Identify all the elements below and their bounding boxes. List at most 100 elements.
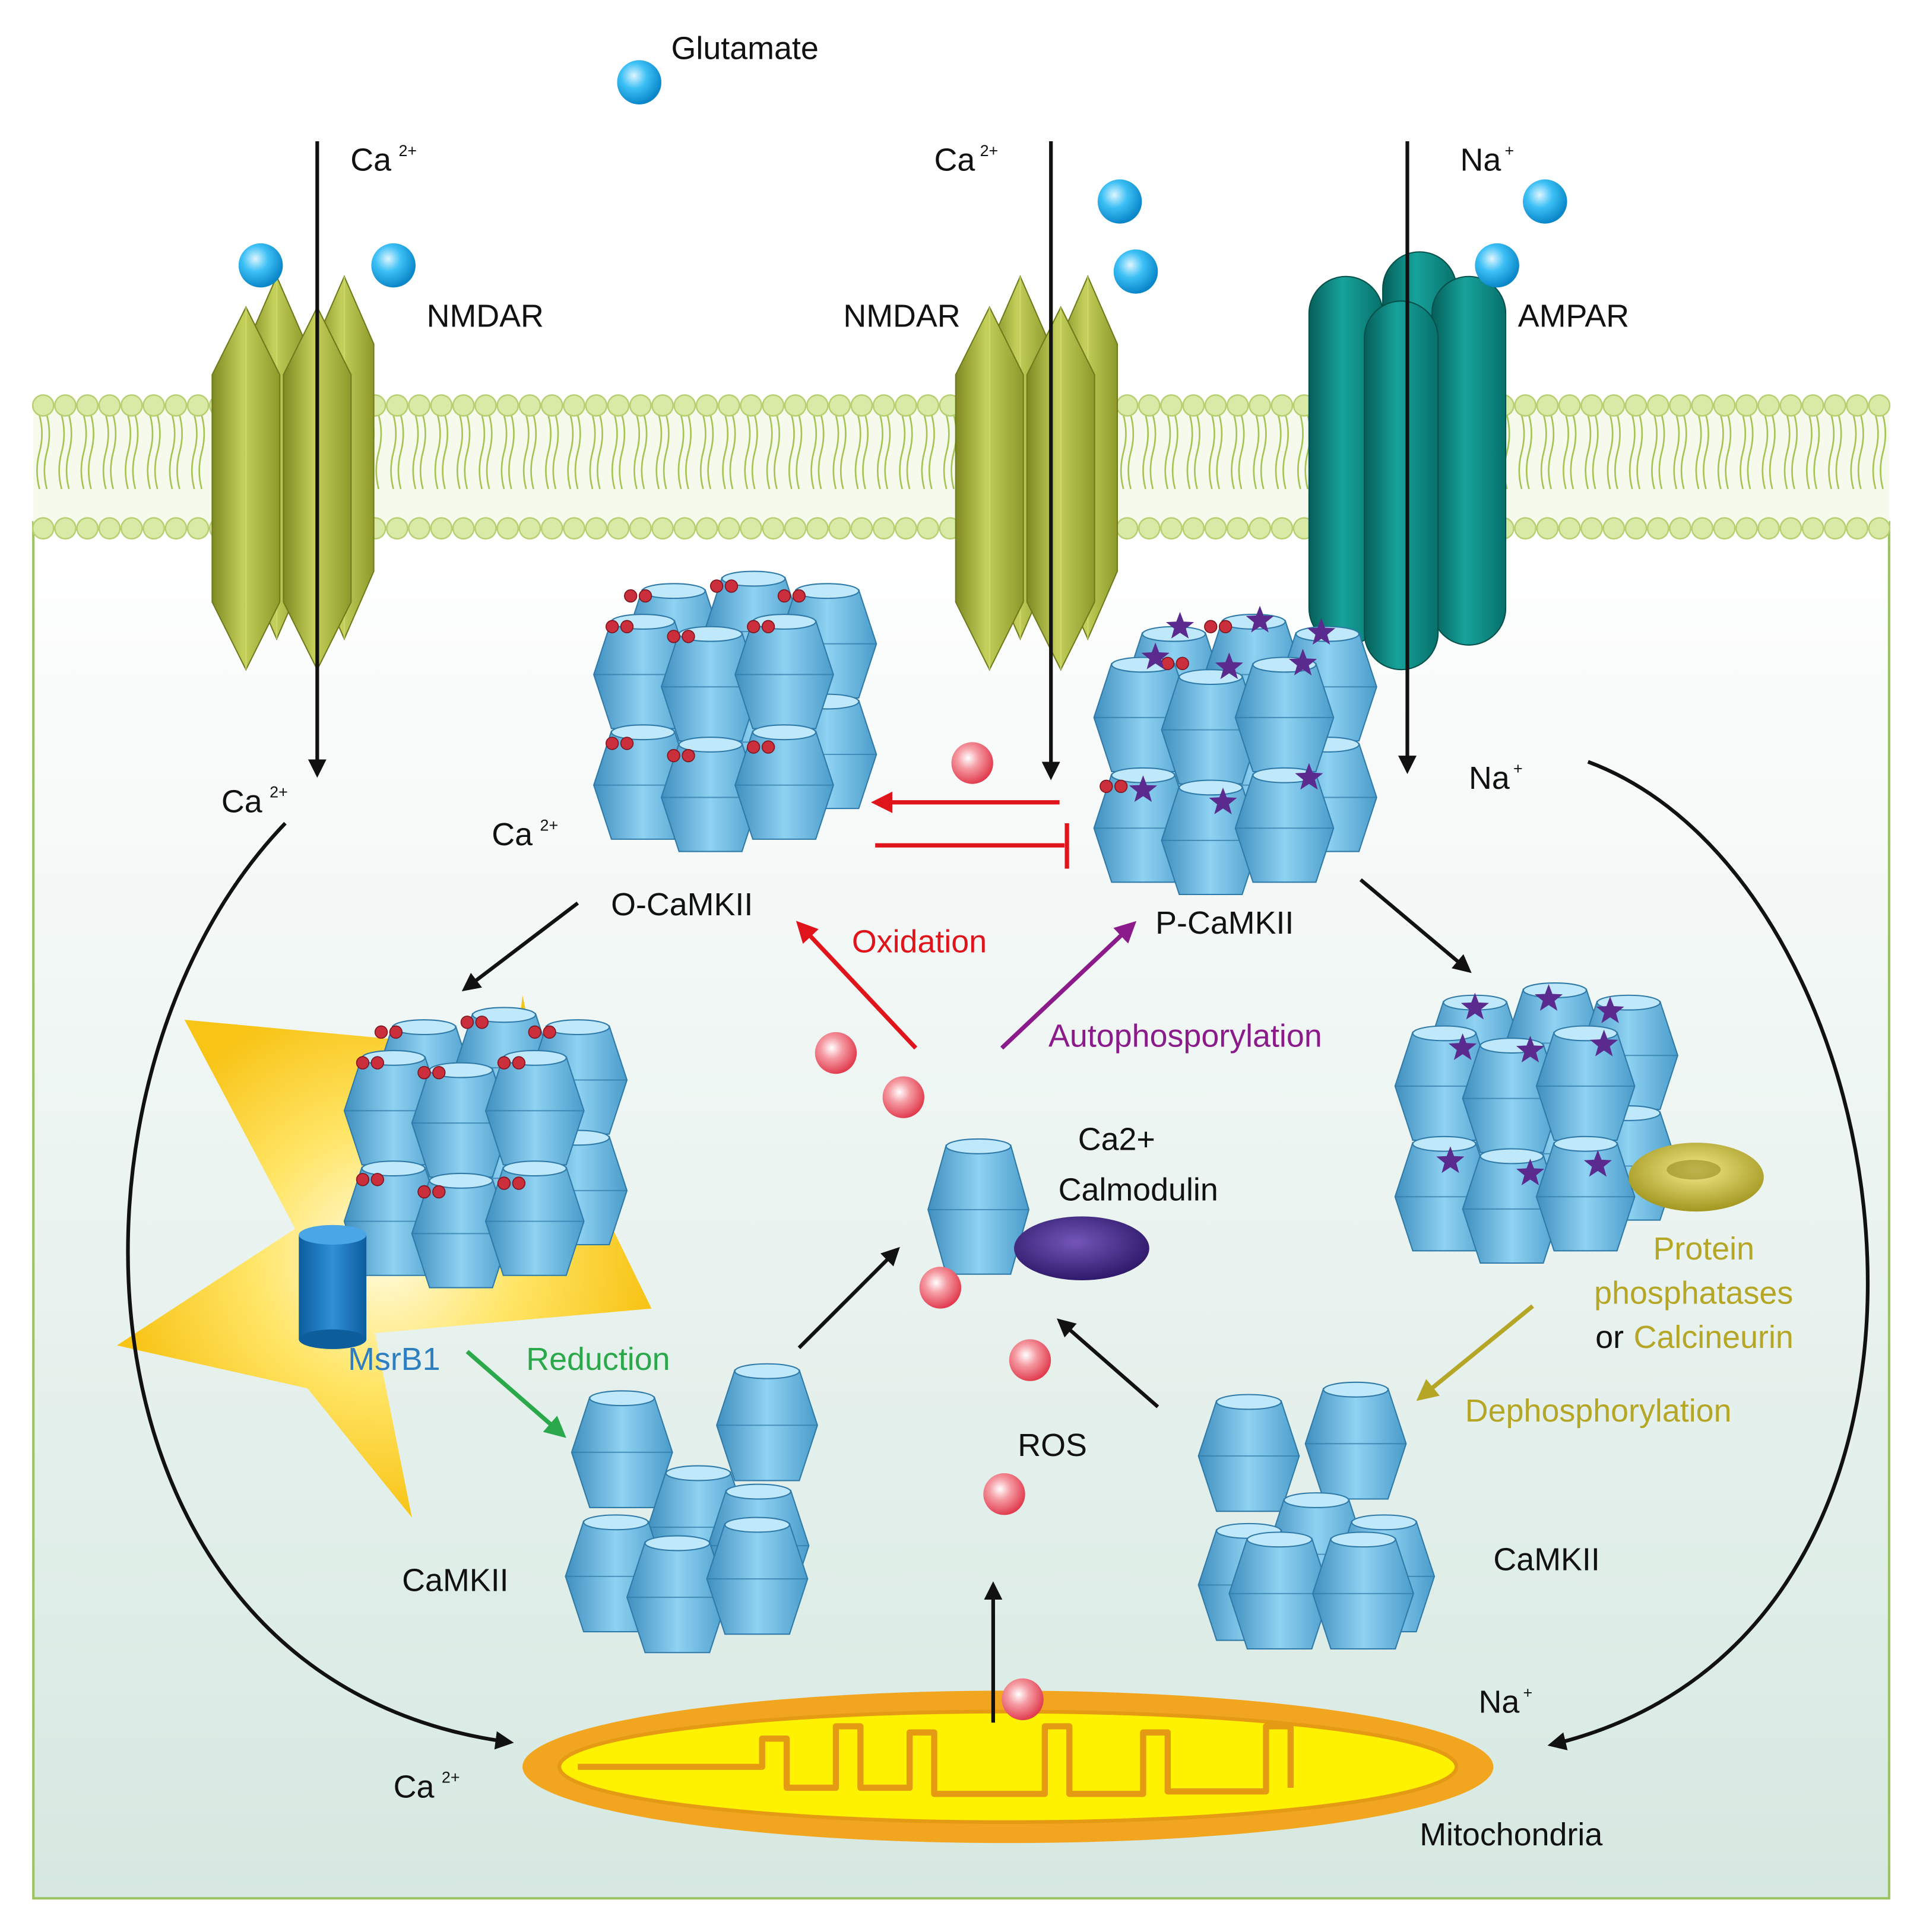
lipid-head [1182, 394, 1205, 417]
glutamate-icon [238, 243, 283, 288]
lipid-head [1757, 517, 1780, 540]
mitochondria-label: Mitochondria [1420, 1817, 1602, 1852]
ros-icon [1009, 1339, 1051, 1381]
lipid-head [1138, 517, 1161, 540]
oxidized-methionine-dot [709, 579, 724, 593]
lipid-head [1801, 517, 1824, 540]
lipid-head [1226, 517, 1249, 540]
lipid-head [1713, 394, 1736, 417]
lipid-head [1160, 517, 1183, 540]
lipid-head [1182, 517, 1205, 540]
oxidized-methionine-dot [497, 1056, 511, 1070]
lipid-head [629, 394, 652, 417]
oxidized-methionine-dot [432, 1065, 446, 1080]
oxidation-label: Oxidation [852, 924, 987, 959]
oxidized-methionine-dot [356, 1173, 370, 1187]
phosphate-star [1460, 992, 1489, 1020]
lipid-head [673, 517, 696, 540]
autophosphorylation-arrow [1000, 921, 1137, 1050]
camkii-right-holoenzyme [1197, 1381, 1436, 1650]
nmdar-left-label: NMDAR [427, 299, 544, 334]
ros-icon [983, 1473, 1025, 1515]
oxidized-methionine-dot [374, 1025, 388, 1039]
oxidized-methionine-dot [624, 589, 638, 603]
glutamate-icon [1475, 243, 1519, 288]
oxidized-methionine-dot [1114, 779, 1128, 794]
o-camkii-holoenzyme [593, 570, 877, 852]
lipid-head [452, 394, 475, 417]
lipid-head [895, 394, 917, 417]
na-label-cytosol: Na+ [1469, 760, 1523, 796]
lipid-head [1116, 394, 1139, 417]
lipid-head [186, 394, 210, 417]
oxidized-methionine-dot [777, 589, 791, 603]
msrb1-label: MsrB1 [348, 1341, 440, 1377]
lipid-head [717, 394, 740, 417]
lipid-head [1602, 517, 1626, 540]
lipid-head [1624, 517, 1647, 540]
oxidized-methionine-dot [667, 630, 680, 643]
phosphate-star [1583, 1150, 1612, 1177]
lipid-head [386, 394, 408, 417]
oxidized-methionine-dot [747, 620, 761, 633]
lipid-head [1558, 517, 1581, 540]
lipid-head [386, 517, 408, 540]
glutamate-label: Glutamate [671, 30, 819, 66]
lipid-head [408, 517, 431, 540]
lipid-head [1271, 394, 1294, 417]
lipid-head [474, 394, 497, 417]
pathway-arrows [126, 760, 1870, 1750]
glutamate-icon [371, 243, 416, 288]
lipid-head [784, 517, 807, 540]
lipid-head [430, 394, 453, 417]
phosphate-star [1590, 1029, 1618, 1057]
phosphate-star [1288, 648, 1317, 675]
lipid-head [762, 517, 785, 540]
oxidized-methionine-dot [1176, 656, 1189, 671]
oxidized-methionine-dot [761, 740, 775, 754]
phosphate-star [1534, 984, 1563, 1011]
lipid-head [607, 517, 630, 540]
lipid-head [142, 394, 165, 417]
lipid-head [120, 394, 143, 417]
phosphate-star [1596, 996, 1624, 1023]
ros-icon [1002, 1678, 1044, 1721]
lipid-head [186, 517, 210, 540]
phosphate-star [1209, 787, 1237, 814]
oxidized-methionine-dot [417, 1065, 431, 1080]
lipid-head [917, 517, 940, 540]
oxidized-methionine-dot [512, 1176, 526, 1190]
ion-flux-arrows [308, 141, 1417, 781]
lipid-head [740, 517, 762, 540]
lipid-head [1691, 517, 1714, 540]
lipid-head [1646, 394, 1669, 417]
oxidized-methionine-dot [747, 740, 761, 754]
lipid-head [1868, 517, 1891, 540]
ampar-label: AMPAR [1518, 299, 1629, 334]
na-label-top: Na+ [1460, 142, 1515, 178]
lipid-head [762, 394, 785, 417]
lipid-head [1204, 517, 1227, 540]
oxidized-methionine-dot [370, 1173, 384, 1187]
lipid-head [1646, 517, 1669, 540]
lipid-head [1249, 394, 1271, 417]
phosphate-star [1516, 1159, 1545, 1185]
nmdar-right-label: NMDAR [843, 299, 960, 334]
lipid-head [585, 394, 608, 417]
mitochondria [522, 1690, 1494, 1844]
lipid-head [1735, 517, 1758, 540]
lipid-head [1536, 517, 1559, 540]
lipid-head [651, 517, 674, 540]
phosphate-star [1165, 611, 1195, 639]
dephosphorylation-label: Dephosphorylation [1465, 1393, 1732, 1429]
lipid-head [474, 517, 497, 540]
phosphate-star [1215, 652, 1243, 680]
lipid-head [518, 517, 541, 540]
ampar-channel [1308, 251, 1507, 671]
oxidized-methionine-dot [1100, 779, 1113, 794]
lipid-head [1514, 517, 1537, 540]
lipid-head [695, 517, 718, 540]
lipid-head [1624, 394, 1647, 417]
camkii-right-label: CaMKII [1493, 1542, 1599, 1578]
